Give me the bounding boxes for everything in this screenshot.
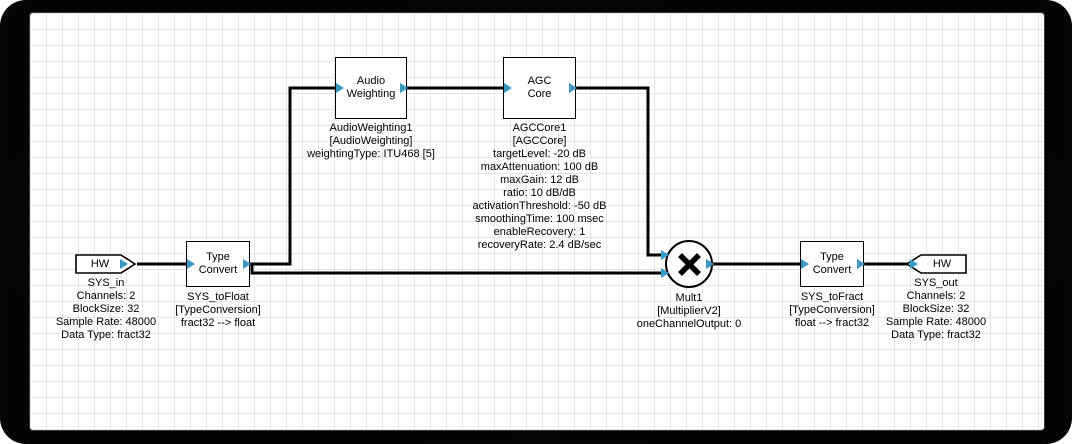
block-title: Audio [356, 75, 386, 87]
block-hw-output[interactable]: HW [905, 254, 967, 274]
caption-audio-weighting: AudioWeighting1 [AudioWeighting] weighti… [271, 122, 471, 161]
caption-line: recoveryRate: 2.4 dB/sec [477, 239, 602, 251]
wire[interactable] [246, 86, 340, 266]
caption-line: smoothingTime: 100 msec [475, 213, 604, 225]
caption-line: AGCCore1 [512, 122, 567, 134]
block-title: Core [527, 88, 552, 100]
input-pin[interactable] [187, 259, 195, 269]
block-title: AGC [527, 75, 552, 87]
caption-agc-core: AGCCore1 [AGCCore] targetLevel: -20 dB m… [424, 122, 655, 252]
hw-input-label: HW [90, 258, 110, 270]
output-pin[interactable] [569, 83, 577, 93]
output-pin[interactable] [857, 259, 865, 269]
block-type-convert-2[interactable]: Type Convert [800, 241, 864, 287]
caption-line: SYS_out [914, 277, 958, 289]
block-title: Weighting [346, 88, 396, 100]
output-pin[interactable] [706, 259, 714, 269]
caption-line: Sample Rate: 48000 [55, 316, 157, 328]
input-pin[interactable] [661, 250, 669, 260]
output-pin[interactable] [120, 259, 128, 269]
caption-line: float --> fract32 [794, 317, 870, 329]
caption-line: Sample Rate: 48000 [885, 316, 987, 328]
caption-type-convert-2: SYS_toFract [TypeConversion] float --> f… [752, 291, 912, 330]
caption-line: [TypeConversion] [175, 304, 261, 316]
caption-line: maxGain: 12 dB [500, 174, 579, 186]
caption-line: enableRecovery: 1 [493, 226, 586, 238]
caption-hw-output: SYS_out Channels: 2 BlockSize: 32 Sample… [856, 277, 1016, 342]
caption-line: SYS_toFract [800, 291, 864, 303]
block-title: Convert [812, 264, 852, 276]
caption-line: BlockSize: 32 [72, 303, 140, 315]
caption-line: AudioWeighting1 [329, 122, 413, 134]
block-multiplier[interactable] [665, 240, 713, 288]
block-agc-core[interactable]: AGC Core [503, 57, 576, 119]
caption-multiplier: Mult1 [MultiplierV2] oneChannelOutput: 0 [589, 292, 789, 331]
block-title: Type [820, 251, 844, 263]
caption-hw-input: SYS_in Channels: 2 BlockSize: 32 Sample … [26, 277, 186, 342]
caption-line: [AudioWeighting] [329, 135, 413, 147]
input-pin[interactable] [504, 83, 512, 93]
caption-line: [MultiplierV2] [657, 305, 721, 317]
wire[interactable] [246, 262, 668, 275]
caption-line: fract32 --> float [180, 317, 256, 329]
caption-line: ratio: 10 dB/dB [503, 187, 576, 199]
caption-line: Data Type: fract32 [891, 329, 981, 341]
block-audio-weighting[interactable]: Audio Weighting [335, 57, 407, 119]
caption-line: maxAttenuation: 100 dB [480, 161, 599, 173]
caption-type-convert-1: SYS_toFloat [TypeConversion] fract32 -->… [138, 291, 298, 330]
block-title: Type [206, 251, 230, 263]
caption-line: Channels: 2 [906, 290, 966, 302]
caption-line: SYS_in [87, 277, 125, 289]
caption-line: activationThreshold: -50 dB [472, 200, 607, 212]
multiply-icon [677, 252, 701, 276]
caption-line: Channels: 2 [76, 290, 136, 302]
input-pin[interactable] [801, 259, 809, 269]
caption-line: [TypeConversion] [789, 304, 875, 316]
input-pin[interactable] [661, 268, 669, 278]
hw-output-label: HW [932, 258, 952, 270]
output-pin[interactable] [243, 259, 251, 269]
output-pin[interactable] [400, 83, 408, 93]
caption-line: Mult1 [675, 292, 703, 304]
caption-line: oneChannelOutput: 0 [636, 318, 742, 330]
wire[interactable] [572, 86, 668, 257]
caption-line: Data Type: fract32 [61, 329, 151, 341]
caption-line: SYS_toFloat [187, 291, 249, 303]
block-type-convert-1[interactable]: Type Convert [186, 241, 250, 287]
input-pin[interactable] [910, 259, 918, 269]
input-pin[interactable] [336, 83, 344, 93]
caption-line: weightingType: ITU468 [5] [307, 148, 435, 160]
caption-line: BlockSize: 32 [902, 303, 970, 315]
block-title: Convert [198, 264, 238, 276]
caption-line: [AGCCore] [512, 135, 567, 147]
caption-line: targetLevel: -20 dB [493, 148, 586, 160]
